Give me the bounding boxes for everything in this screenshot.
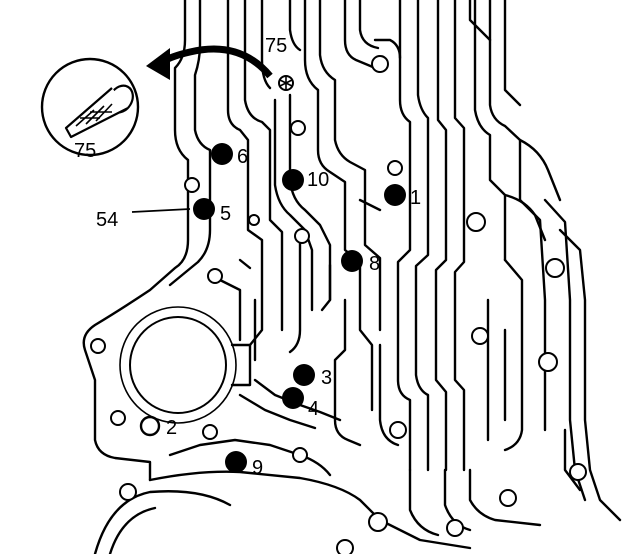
pointer-54: 54 [96,208,191,231]
svg-text:1: 1 [410,187,421,209]
svg-text:3: 3 [321,367,332,389]
svg-text:4: 4 [308,398,319,420]
check-ball-9: 9 [225,451,263,479]
svg-text:8: 8 [369,253,380,275]
svg-text:9: 9 [252,457,263,479]
pointer-label: 54 [96,209,118,231]
screen-label: 75 [265,35,287,57]
check-ball-8: 8 [341,250,380,275]
screen-location-marker: 75 [265,35,294,91]
curved-arrow-icon [146,45,273,80]
check-ball-1: 1 [384,184,421,209]
check-ball-2: 2 [139,415,177,439]
check-ball-6: 6 [211,143,248,168]
svg-text:6: 6 [237,146,248,168]
check-balls: 6 10 1 5 8 3 4 2 [139,143,421,479]
filter-screen-icon [64,84,134,139]
check-ball-4: 4 [282,387,319,420]
valve-body-holes [90,55,587,554]
check-ball-10: 10 [282,169,329,191]
check-ball-5: 5 [193,198,231,225]
valve-body-passages [82,0,622,554]
svg-text:2: 2 [166,417,177,439]
svg-text:5: 5 [220,203,231,225]
check-ball-3: 3 [293,364,332,389]
filter-screen-callout: 75 [40,57,140,162]
svg-text:10: 10 [307,169,329,191]
callout-label: 75 [74,140,96,162]
